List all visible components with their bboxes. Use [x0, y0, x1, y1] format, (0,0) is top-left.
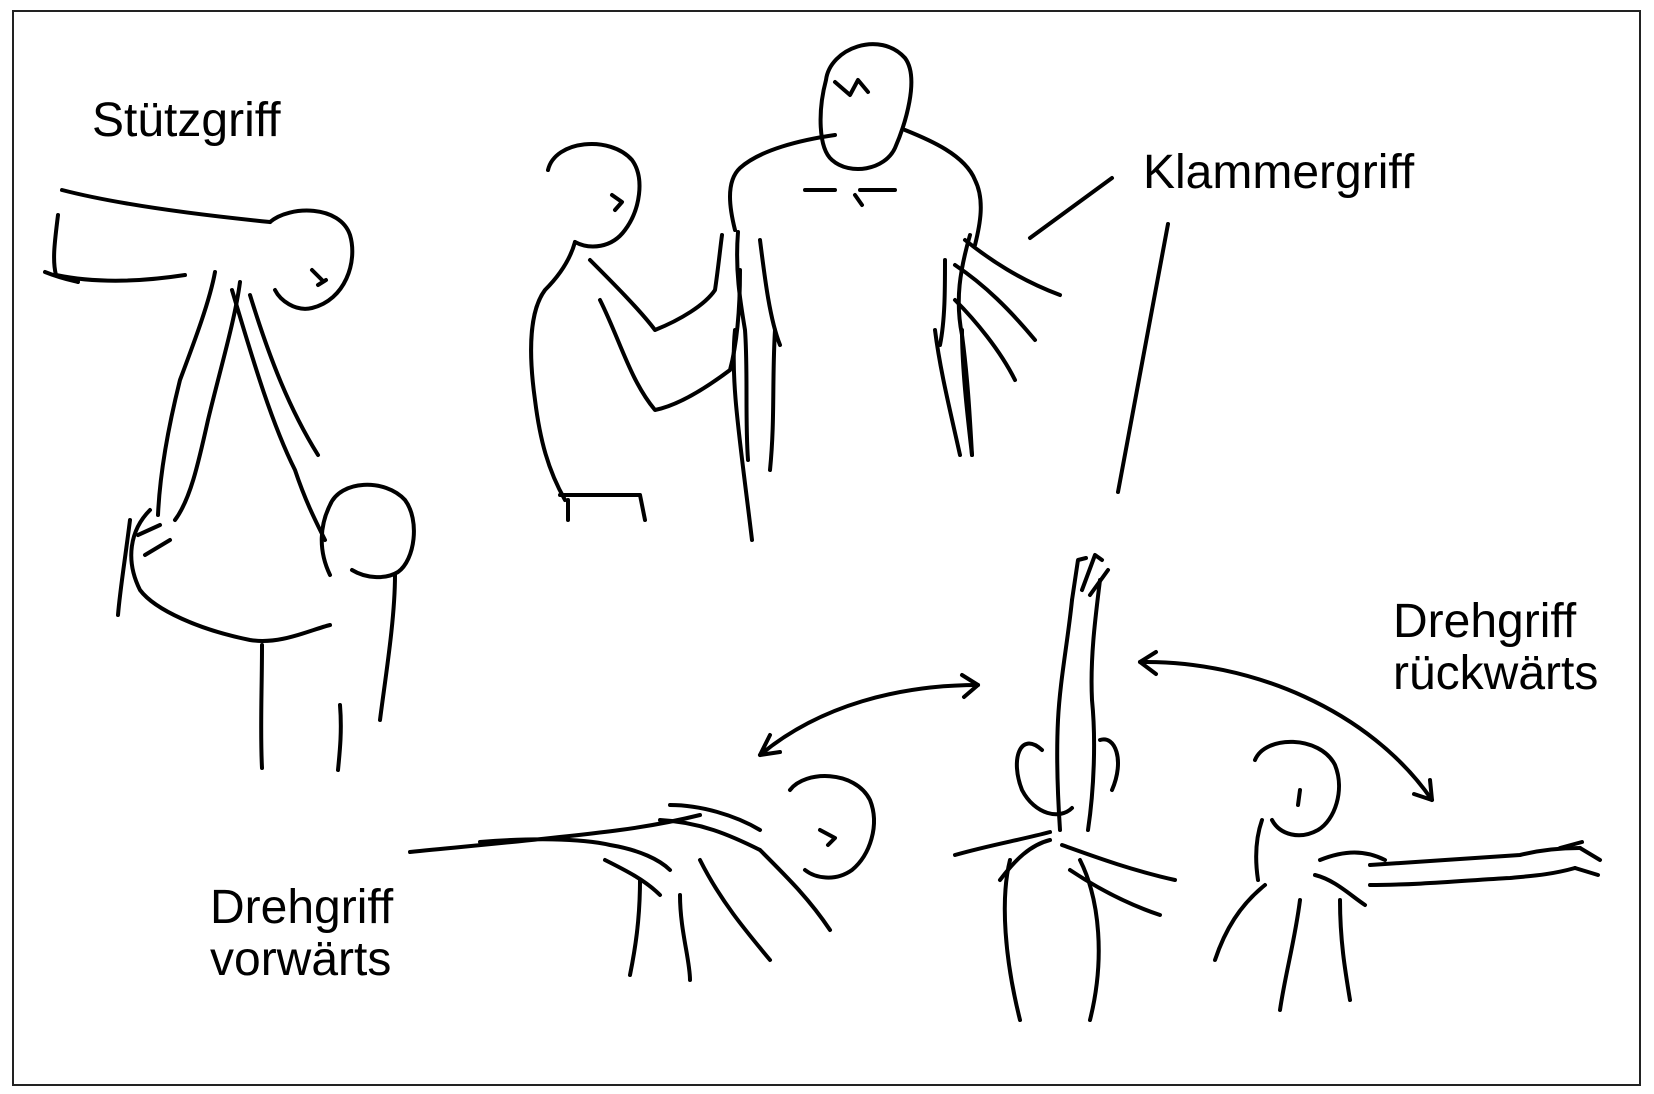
helper-left-head — [548, 144, 639, 246]
backward-helper-face — [1298, 790, 1300, 805]
backward-helper-body — [1215, 820, 1350, 1010]
stuetzgriff-drawing — [45, 190, 414, 770]
backward-helper-head — [1255, 742, 1339, 835]
forward-helper-head — [790, 776, 874, 878]
helper-right-hands — [955, 240, 1060, 380]
lifter-arms — [232, 290, 325, 540]
raised-hand — [1072, 555, 1108, 600]
drehgriff-rueckwaerts-drawing — [1215, 742, 1600, 1010]
label-drehgriff-rueckwaerts: Drehgriff rückwärts — [1393, 596, 1598, 700]
klammergriff-drawing — [531, 44, 1060, 540]
patient-legs-left — [734, 330, 775, 540]
label-klammergriff: Klammergriff — [1143, 147, 1414, 199]
lifter-torso — [131, 510, 395, 770]
lifted-person-outline — [45, 190, 270, 282]
patient-shoulders — [730, 130, 981, 245]
center-head — [1017, 739, 1118, 814]
helper-left-body — [531, 242, 645, 520]
center-body — [1005, 860, 1099, 1020]
label-drehgriff-vorwaerts: Drehgriff vorwärts — [210, 882, 393, 986]
drehgriff-vorwaerts-drawing — [410, 776, 874, 980]
forward-helper-body — [630, 850, 830, 980]
forward-arm — [410, 815, 700, 870]
forward-helper-face — [820, 830, 835, 845]
lifted-person-face — [312, 270, 326, 285]
lifted-person-head — [270, 211, 352, 309]
lifter-hands — [118, 520, 170, 615]
arrow-backward-arc — [1140, 662, 1432, 800]
backward-arm — [1370, 848, 1580, 885]
patient-hair — [835, 80, 868, 95]
label-drehgriff-rueckwaerts-line2: rückwärts — [1393, 648, 1598, 700]
label-drehgriff-vorwaerts-line2: vorwärts — [210, 934, 393, 986]
arrow-forward-arc — [760, 685, 978, 755]
klammergriff-pointer-long — [1118, 224, 1168, 492]
raised-arm — [1057, 580, 1100, 830]
patient-collar — [805, 190, 895, 205]
center-figure-drawing — [955, 555, 1175, 1020]
label-drehgriff-vorwaerts-line1: Drehgriff — [210, 882, 393, 934]
lifted-person-arm — [158, 272, 240, 520]
patient-head — [821, 44, 912, 169]
klammergriff-pointer-short — [1030, 178, 1112, 238]
lifter-head — [322, 485, 414, 577]
label-drehgriff-rueckwaerts-line1: Drehgriff — [1393, 596, 1598, 648]
helper-left-arms — [590, 235, 740, 410]
helper-left-face — [612, 195, 622, 210]
patient-legs-right — [935, 330, 972, 455]
center-hands — [955, 832, 1175, 915]
rotation-arrows — [760, 652, 1432, 800]
label-stuetzgriff: Stützgriff — [92, 95, 281, 147]
